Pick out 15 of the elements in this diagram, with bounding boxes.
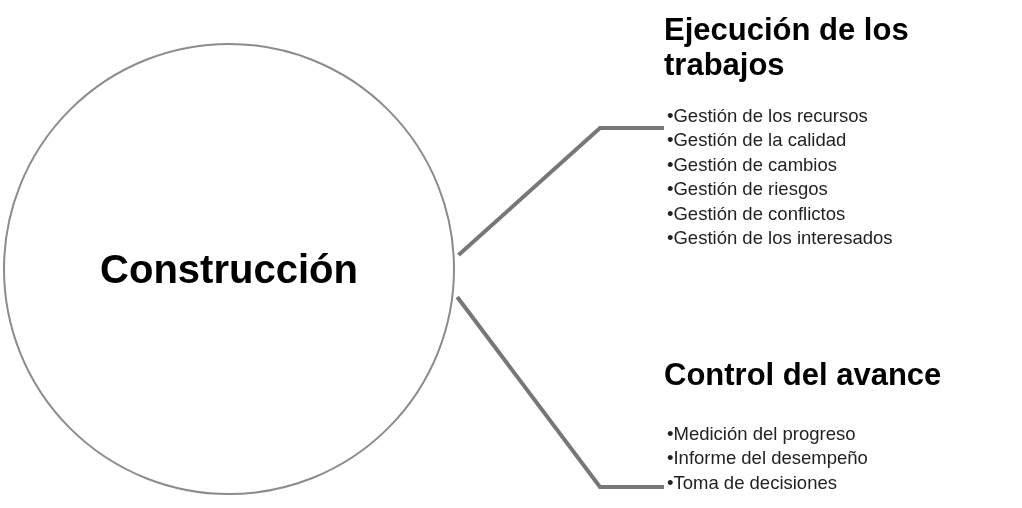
connector-line <box>455 295 664 489</box>
heading: Ejecución de los trabajos <box>664 12 910 82</box>
bullet-item: •Gestión de los interesados <box>667 226 894 251</box>
bullet-item: •Gestión de riesgos <box>667 177 829 202</box>
circle <box>3 43 455 495</box>
connector-line <box>457 126 664 257</box>
bullet-item: •Medición del progreso <box>667 422 857 446</box>
bullet-item: •Gestión de conflictos <box>667 201 847 226</box>
heading: Control del avance <box>664 357 943 392</box>
bullet-item: •Gestión de los recursos <box>667 104 869 128</box>
bullet-item: •Gestión de la calidad <box>667 128 848 153</box>
bullet-item: •Gestión de cambios <box>667 152 838 177</box>
bullet-item: •Toma de decisiones <box>667 470 838 495</box>
bullet-item: •Informe del desempeño <box>667 446 869 471</box>
node-label: Construcción <box>100 246 358 292</box>
